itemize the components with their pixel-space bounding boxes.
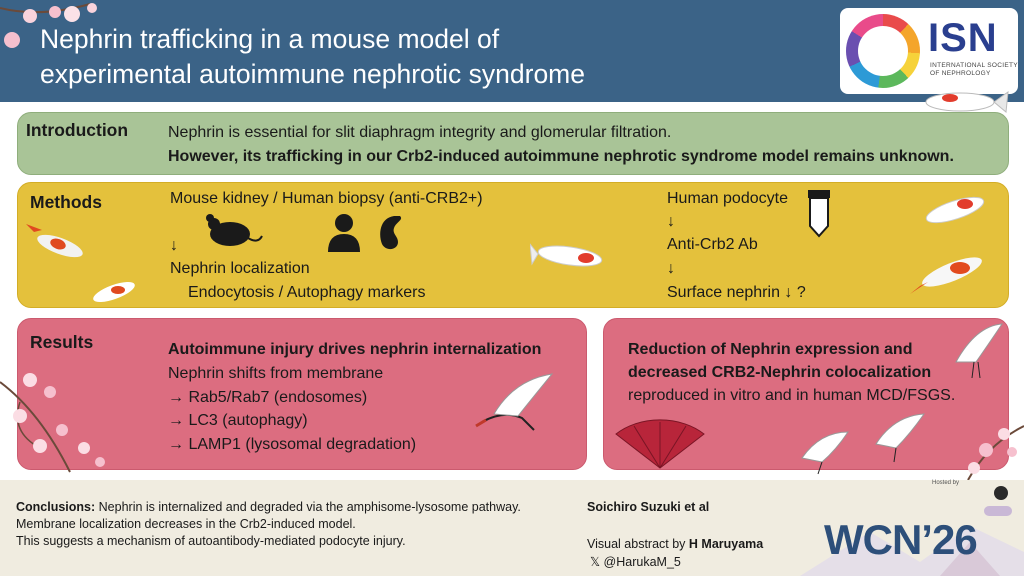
methods-heading: Methods: [30, 192, 102, 212]
koi-fish-icon: [26, 224, 83, 258]
koi-fish-icon: [93, 282, 135, 302]
introduction-line-2: However, its trafficking in our Crb2-ind…: [168, 147, 954, 165]
results-right-section: [603, 318, 1009, 470]
cherry-blossom-icon: [0, 3, 97, 48]
crane-icon: [955, 323, 1003, 379]
wcn-logo: WCN’26: [824, 516, 978, 563]
credit-name: H Maruyama: [688, 537, 764, 551]
crane-icon: [475, 373, 554, 431]
methods-right-line-5: Surface nephrin ↓ ?: [667, 284, 806, 301]
methods-left-line-3: Nephrin localization: [170, 260, 310, 277]
methods-right-line-3: Anti-Crb2 Ab: [667, 236, 758, 253]
methods-right-line-1: Human podocyte: [667, 190, 788, 207]
host-logo-icon: [994, 486, 1008, 500]
conclusions-block: Conclusions: Nephrin is internalized and…: [16, 499, 576, 550]
koi-fish-icon: [925, 90, 1009, 113]
crane-icon: [875, 413, 926, 463]
isn-logo-subtitle: INTERNATIONAL SOCIETY OF NEPHROLOGY: [930, 62, 1018, 77]
methods-left-line-4: Endocytosis / Autophagy markers: [188, 284, 426, 301]
conclusions-label: Conclusions:: [16, 500, 96, 514]
methods-right-arrow-2: ↓: [667, 260, 675, 277]
results-left-title: Autoimmune injury drives nephrin interna…: [168, 341, 542, 358]
title-line-1: Nephrin trafficking in a mouse model of: [40, 24, 500, 54]
person-icon: [328, 214, 360, 252]
koi-fish-icon: [910, 257, 982, 294]
mouse-icon: [206, 214, 263, 246]
cherry-blossom-icon: [0, 373, 105, 473]
results-right-title-1: Reduction of Nephrin expression and: [628, 341, 913, 358]
title-line-2: experimental autoimmune nephrotic syndro…: [40, 59, 585, 89]
introduction-text: Nephrin is essential for slit diaphragm …: [168, 121, 998, 168]
results-left-line: → LC3 (autophagy): [168, 412, 308, 429]
results-left-line: → LAMP1 (lysosomal degradation): [168, 435, 417, 453]
results-heading: Results: [30, 332, 94, 352]
crane-icon: [801, 431, 849, 475]
credit-prefix: Visual abstract by: [587, 537, 689, 551]
koi-fish-icon: [530, 243, 603, 267]
isn-logo-text: ISN: [928, 16, 998, 60]
introduction-heading: Introduction: [26, 120, 129, 140]
methods-section: [17, 182, 1009, 308]
conclusions-text-1: Nephrin is internalized and degraded via…: [95, 500, 521, 514]
results-right-title-2: decreased CRB2-Nephrin colocalization: [628, 364, 932, 381]
isn-logo-center: [858, 26, 908, 76]
introduction-section: [17, 112, 1009, 175]
koi-fish-icon: [925, 196, 985, 224]
author-name: Soichiro Suzuki et al: [587, 500, 710, 514]
methods-left-line-1: Mouse kidney / Human biopsy (anti-CRB2+): [170, 190, 483, 207]
results-left-list: Nephrin shifts from membrane → Rab5/Rab7…: [168, 362, 416, 456]
conclusions-line-2: Membrane localization decreases in the C…: [16, 517, 356, 531]
methods-right-arrow-1: ↓: [667, 213, 675, 230]
methods-left-arrow: ↓: [170, 237, 178, 254]
results-right-line-3: reproduced in vitro and in human MCD/FSG…: [628, 387, 956, 404]
kidney-icon: [380, 216, 402, 250]
social-handle: 𝕏 @HarukaM_5: [590, 555, 681, 569]
tube-icon: [808, 190, 830, 238]
cherry-blossom-icon: [967, 425, 1024, 481]
results-left-line: Nephrin shifts from membrane: [168, 365, 384, 382]
hosted-by-label: Hosted by: [932, 480, 960, 486]
conclusions-line-1: Conclusions: Nephrin is internalized and…: [16, 499, 576, 516]
mountain-icon: [800, 526, 1024, 576]
results-left-line: → Rab5/Rab7 (endosomes): [168, 388, 368, 406]
page-title: Nephrin trafficking in a mouse model of …: [40, 22, 680, 92]
introduction-line-1: Nephrin is essential for slit diaphragm …: [168, 124, 672, 141]
fan-icon: [615, 419, 705, 469]
conclusions-line-3: This suggests a mechanism of autoantibod…: [16, 534, 406, 548]
results-left-section: [17, 318, 587, 470]
visual-abstract-credit: Visual abstract by H Maruyama: [587, 536, 763, 553]
host-logo-icon: [984, 506, 1012, 516]
